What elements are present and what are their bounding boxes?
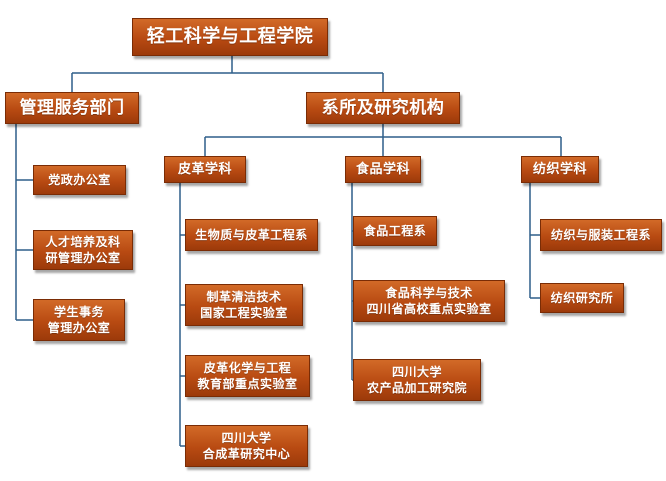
leather-node: 皮革学科 bbox=[164, 156, 246, 183]
leather-item-synthetic-center: 四川大学 合成革研究中心 bbox=[185, 425, 308, 467]
connector-food bbox=[351, 183, 353, 381]
leather-item-national-lab: 制革清洁技术 国家工程实验室 bbox=[185, 284, 303, 326]
leather-item-national-lab-line2: 国家工程实验室 bbox=[200, 306, 288, 320]
food-node-label: 食品学科 bbox=[355, 161, 410, 177]
leather-item-dept-line1: 生物质与皮革工程系 bbox=[195, 227, 308, 242]
textile-item-institute-line1: 纺织研究所 bbox=[550, 290, 614, 305]
food-item-provincial-lab-line1: 食品科学与技术 bbox=[385, 285, 473, 300]
textile-node-label: 纺织学科 bbox=[532, 161, 587, 177]
leather-item-synthetic-center-line2: 合成革研究中心 bbox=[202, 447, 291, 461]
root-node: 轻工科学与工程学院 bbox=[132, 18, 328, 56]
food-item-agri-institute-line2: 农产品加工研究院 bbox=[366, 381, 467, 395]
food-item-agri-institute: 四川大学 农产品加工研究院 bbox=[353, 359, 481, 401]
admin-node-label: 管理服务部门 bbox=[19, 97, 125, 118]
leather-item-moe-lab: 皮革化学与工程 教育部重点实验室 bbox=[185, 355, 310, 397]
admin-item-student-office-line2: 管理办公室 bbox=[47, 321, 111, 335]
admin-item-party-office-line1: 党政办公室 bbox=[48, 172, 111, 187]
leather-item-dept: 生物质与皮革工程系 bbox=[185, 219, 318, 251]
leather-item-synthetic-center-line1: 四川大学 bbox=[221, 430, 272, 445]
admin-item-student-office-line1: 学生事务 bbox=[53, 304, 104, 319]
textile-item-dept: 纺织与服装工程系 bbox=[540, 219, 662, 251]
admin-item-talent-office: 人才培养及科 研管理办公室 bbox=[33, 230, 133, 270]
food-node: 食品学科 bbox=[345, 156, 421, 183]
connector-research bbox=[204, 124, 562, 156]
research-node: 系所及研究机构 bbox=[306, 92, 460, 124]
food-item-dept: 食品工程系 bbox=[353, 216, 437, 246]
leather-item-national-lab-line1: 制革清洁技术 bbox=[206, 289, 282, 304]
connector-textile bbox=[529, 183, 540, 299]
admin-item-talent-office-line1: 人才培养及科 bbox=[45, 234, 121, 249]
admin-node: 管理服务部门 bbox=[5, 92, 139, 124]
connector-root bbox=[71, 56, 384, 92]
textile-item-dept-line1: 纺织与服装工程系 bbox=[550, 227, 651, 242]
root-node-label: 轻工科学与工程学院 bbox=[146, 25, 314, 47]
food-item-provincial-lab: 食品科学与技术 四川省高校重点实验室 bbox=[353, 280, 505, 322]
admin-item-talent-office-line2: 研管理办公室 bbox=[45, 251, 121, 265]
textile-item-institute: 纺织研究所 bbox=[540, 283, 624, 313]
textile-node: 纺织学科 bbox=[521, 156, 599, 183]
admin-item-party-office: 党政办公室 bbox=[33, 165, 126, 195]
connector-admin bbox=[15, 124, 33, 321]
leather-item-moe-lab-line2: 教育部重点实验室 bbox=[197, 377, 298, 391]
food-item-agri-institute-line1: 四川大学 bbox=[391, 364, 442, 379]
leather-node-label: 皮革学科 bbox=[177, 161, 232, 177]
leather-item-moe-lab-line1: 皮革化学与工程 bbox=[203, 360, 292, 375]
food-item-dept-line1: 食品工程系 bbox=[363, 223, 427, 238]
research-node-label: 系所及研究机构 bbox=[321, 97, 445, 118]
food-item-provincial-lab-line2: 四川省高校重点实验室 bbox=[366, 302, 492, 316]
connector-leather bbox=[179, 183, 185, 447]
admin-item-student-office: 学生事务 管理办公室 bbox=[33, 299, 125, 341]
